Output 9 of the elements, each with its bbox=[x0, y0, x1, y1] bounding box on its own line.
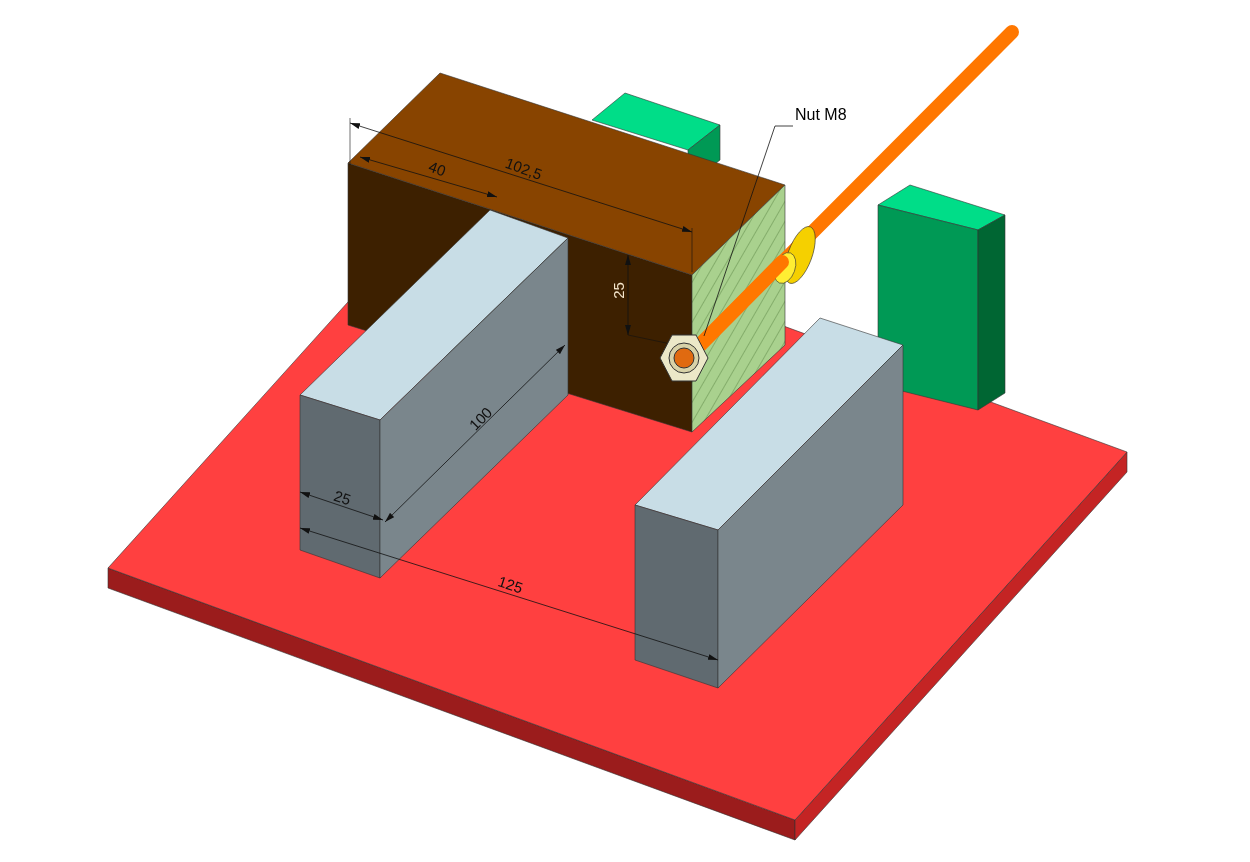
dimension-label: 100 bbox=[465, 403, 495, 433]
dimension-label: 40 bbox=[426, 158, 448, 178]
part-label: Nut M8 bbox=[795, 106, 847, 124]
dimension-label: 25 bbox=[331, 487, 353, 507]
dimension-label: 102,5 bbox=[503, 154, 544, 182]
leader-line bbox=[703, 125, 794, 337]
hex-nut-drawing bbox=[658, 332, 710, 384]
dimension-label: 125 bbox=[495, 573, 525, 595]
dimension-label: 25 bbox=[610, 281, 626, 299]
